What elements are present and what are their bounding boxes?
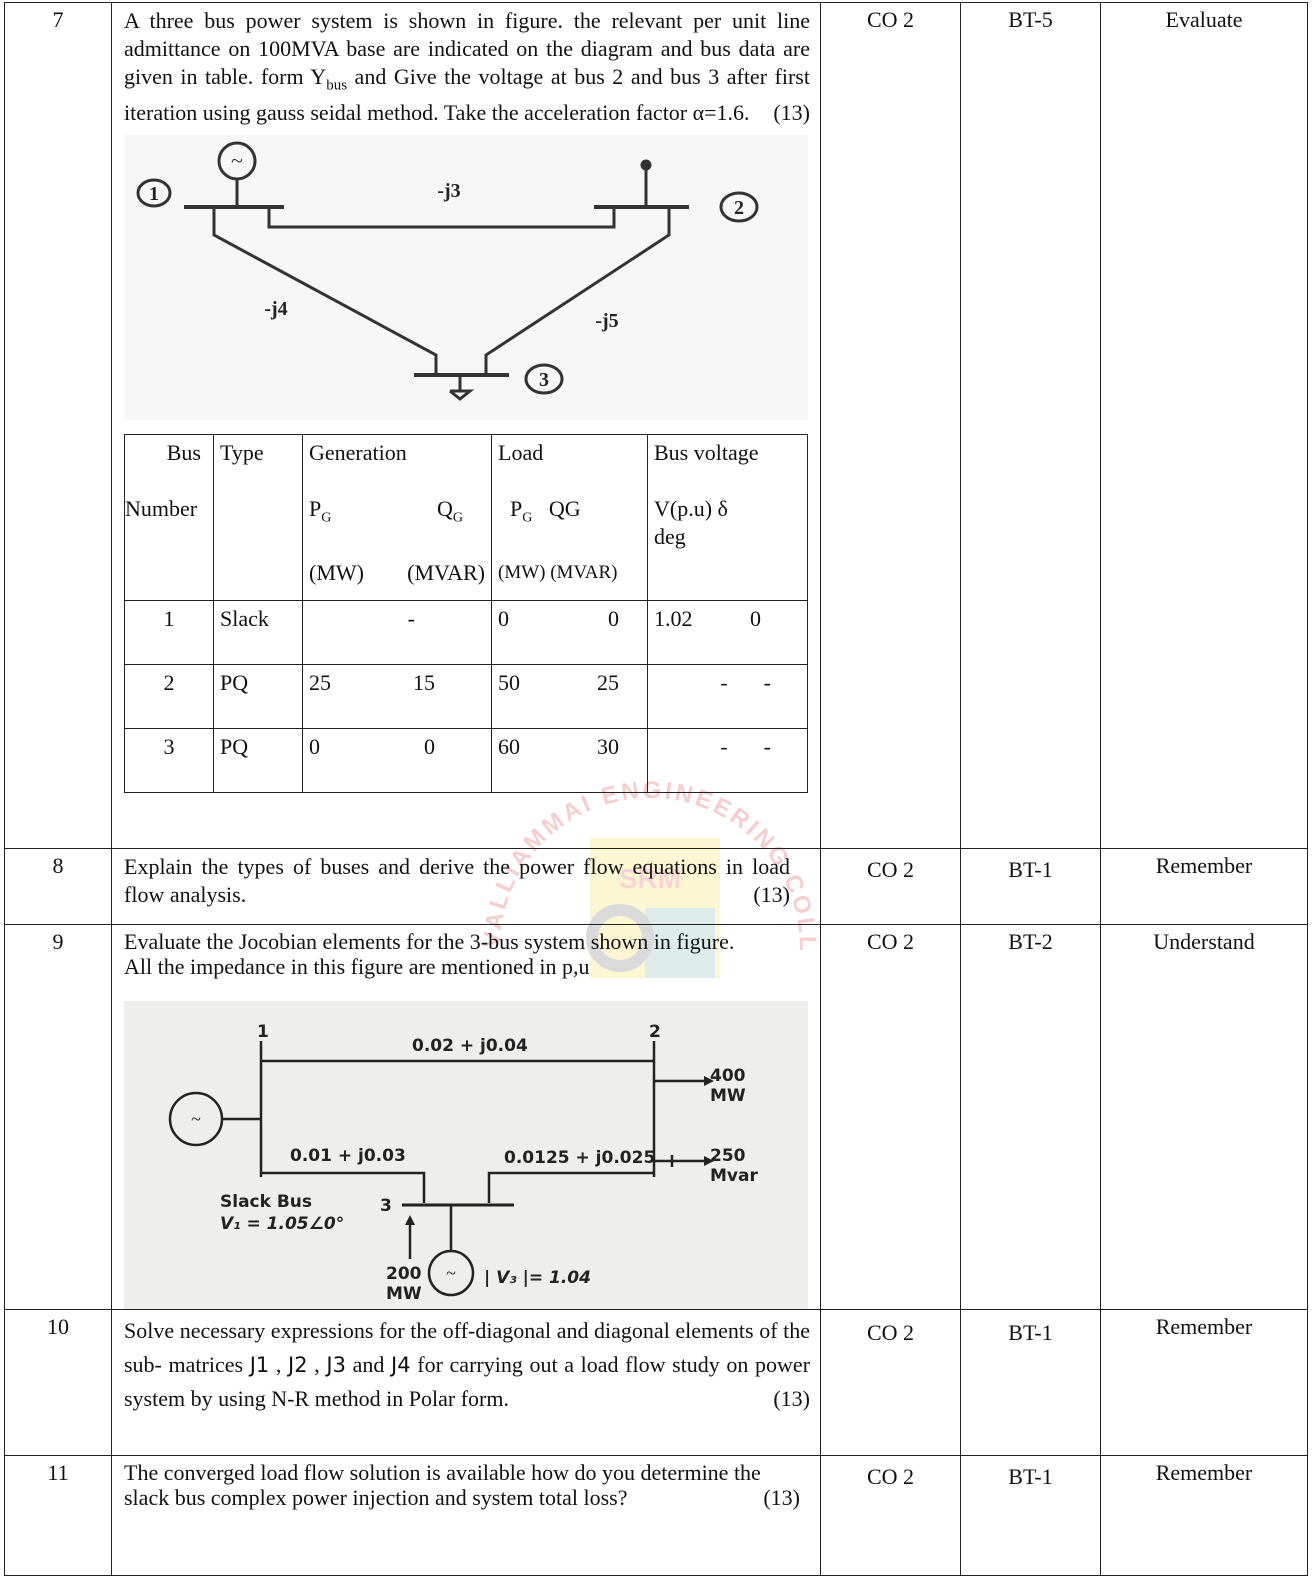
line-1-3 (261, 1171, 426, 1203)
impedance-1-2: 0.02 + j0.04 (412, 1036, 528, 1056)
svg-text:~: ~ (231, 148, 243, 173)
question-row-8: 8 Explain the types of buses and derive … (4, 848, 1308, 925)
question-number: 9 (52, 929, 64, 954)
question-number: 7 (52, 7, 64, 32)
load-icon (640, 159, 652, 171)
question-table: 7 A three bus power system is shown in f… (4, 2, 1308, 1576)
bus-3-label: 3 (539, 369, 549, 391)
impedance-1-3: 0.01 + j0.03 (290, 1146, 406, 1166)
question-marks: (13) (773, 1386, 810, 1411)
line-1-2-admittance: -j3 (437, 180, 460, 202)
svg-text:~: ~ (191, 1109, 201, 1129)
co-code: CO 2 (866, 1464, 915, 1489)
co-code: CO 2 (866, 7, 915, 32)
ground-icon (449, 389, 475, 402)
question-number: 10 (47, 1314, 69, 1339)
question-body: A three bus power system is shown in fig… (111, 2, 821, 849)
question-number: 8 (52, 853, 64, 878)
question-text: Explain the types of buses and derive th… (124, 854, 790, 907)
bus-2-marker (719, 191, 759, 223)
svg-text:~: ~ (446, 1263, 456, 1283)
load-p-value: 400 (710, 1066, 746, 1086)
bus-3-marker (524, 363, 564, 395)
bt-level: BT-1 (1008, 1464, 1053, 1489)
three-bus-impedance-diagram: ~ ~ 1 2 3 0.02 + j0.04 0.01 + j0.03 0.01… (124, 1001, 808, 1309)
question-number: 11 (47, 1460, 69, 1485)
bt-level: BT-1 (1008, 1320, 1053, 1345)
question-marks: (13) (753, 882, 790, 907)
bt-level: BT-2 (1008, 929, 1053, 954)
line-2-3-admittance: -j5 (595, 310, 618, 332)
co-code: CO 2 (866, 857, 915, 882)
competence-level: Remember (1155, 1314, 1253, 1339)
gen-3-p-unit: MW (386, 1284, 422, 1304)
question-row-7: 7 A three bus power system is shown in f… (4, 2, 1308, 849)
question-row-9: 9 Evaluate the Jocobian elements for the… (4, 924, 1308, 1310)
co-code: CO 2 (866, 1320, 915, 1345)
bus-2-label: 2 (734, 197, 744, 219)
line-1-3-admittance: -j4 (264, 298, 287, 320)
competence-level: Understand (1153, 929, 1255, 954)
bus-2-label: 2 (649, 1022, 661, 1042)
question-row-10: 10 Solve necessary expressions for the o… (4, 1309, 1308, 1456)
slack-voltage: V₁ = 1.05∠0° (220, 1214, 344, 1234)
question-text: Solve necessary expressions for the off-… (112, 1310, 820, 1416)
question-marks: (13) (763, 1485, 800, 1510)
bus-table-header: Bus Number Type Generation PG QG (MW) (M… (124, 434, 808, 602)
co-code: CO 2 (866, 929, 915, 954)
three-bus-admittance-diagram: ~ 1 2 3 -j3 -j4 -j5 (124, 135, 808, 421)
bus-1-label: 1 (257, 1022, 269, 1042)
question-text: Evaluate the Jocobian elements for the 3… (124, 929, 735, 979)
line-2-3 (484, 207, 671, 376)
figure-background (124, 135, 808, 421)
line-2-3 (487, 1171, 654, 1203)
question-row-11: 11 The converged load flow solution is a… (4, 1455, 1308, 1576)
bus-3-voltage: | V₃ |= 1.04 (484, 1268, 591, 1288)
load-q-value: 250 (710, 1146, 746, 1166)
load-q-unit: Mvar (710, 1166, 758, 1186)
competence-level: Evaluate (1165, 7, 1243, 32)
line-1-2 (267, 207, 616, 229)
line-1-3 (212, 207, 438, 376)
impedance-2-3: 0.0125 + j0.025 (504, 1148, 655, 1168)
question-text: The converged load flow solution is avai… (124, 1460, 800, 1510)
question-text: A three bus power system is shown in fig… (124, 8, 810, 126)
bus-3-label: 3 (380, 1196, 392, 1216)
competence-level: Remember (1155, 853, 1253, 878)
bt-level: BT-5 (1008, 7, 1053, 32)
load-p-unit: MW (710, 1086, 746, 1106)
bus-data-table: Bus Number Type Generation PG QG (MW) (M… (124, 434, 808, 794)
gen-3-p-value: 200 (386, 1264, 422, 1284)
bus-1-label: 1 (149, 183, 159, 205)
competence-level: Remember (1155, 1460, 1253, 1485)
question-marks: (13) (773, 100, 810, 126)
bus-1-marker (136, 178, 172, 208)
slack-bus-label: Slack Bus (220, 1192, 312, 1212)
bt-level: BT-1 (1008, 857, 1053, 882)
